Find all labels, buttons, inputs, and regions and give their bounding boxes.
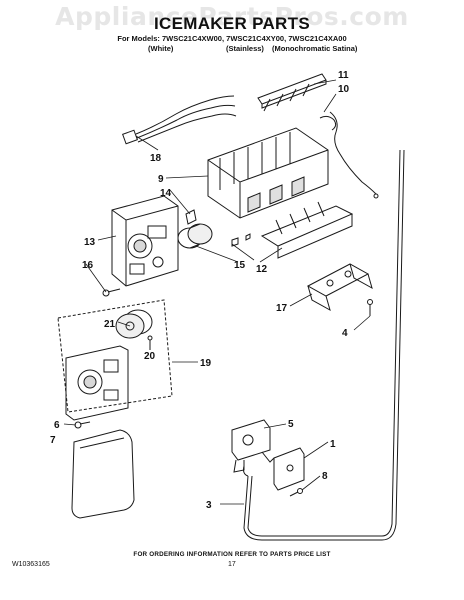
callout-21: 21 — [104, 319, 116, 330]
page-number: 17 — [228, 561, 236, 568]
motor-gear — [177, 223, 213, 249]
document-number: W10363165 — [12, 561, 50, 568]
drive-motor — [115, 309, 153, 339]
mounting-bracket — [306, 263, 373, 312]
front-cover — [71, 429, 135, 519]
thermistor — [319, 111, 379, 199]
variant-monochromatic: (Monochromatic Satina) — [272, 44, 358, 53]
screw-16 — [102, 288, 121, 297]
callout-19: 19 — [200, 358, 212, 369]
callout-9: 9 — [158, 174, 164, 185]
valve-bracket — [273, 447, 305, 491]
icemaker-mold — [207, 127, 329, 219]
watermark: AppliancePartsPros.com — [55, 2, 409, 31]
callout-1: 1 — [330, 439, 336, 450]
leader-lines — [63, 79, 371, 505]
ejector-blade — [260, 201, 354, 259]
callout-20: 20 — [144, 351, 156, 362]
water-valve — [231, 419, 275, 477]
fill-cup-assembly — [257, 73, 327, 112]
callout-16: 16 — [82, 260, 94, 271]
callout-5: 5 — [288, 419, 294, 430]
callout-10: 10 — [338, 84, 350, 95]
callout-17: 17 — [276, 303, 288, 314]
fill-tube — [243, 149, 405, 541]
callout-3: 3 — [206, 500, 212, 511]
control-assembly-group — [57, 299, 173, 413]
callout-6: 6 — [54, 420, 60, 431]
callout-11: 11 — [338, 70, 349, 81]
screw-pins — [231, 233, 251, 247]
callout-4: 4 — [342, 328, 348, 339]
callout-15: 15 — [234, 260, 246, 271]
callout-8: 8 — [322, 471, 328, 482]
callout-12: 12 — [256, 264, 268, 275]
callout-18: 18 — [150, 153, 162, 164]
screw-4 — [367, 299, 373, 316]
callout-7: 7 — [50, 435, 56, 446]
wire-harness — [122, 95, 237, 145]
models-line: For Models: 7WSC21C4XW00, 7WSC21C4XY00, … — [117, 34, 347, 43]
variant-stainless: (Stainless) — [226, 44, 264, 53]
ordering-note: FOR ORDERING INFORMATION REFER TO PARTS … — [133, 551, 331, 558]
bracket-clip — [185, 209, 197, 225]
screw-8 — [289, 488, 303, 497]
variant-white: (White) — [148, 44, 174, 53]
page-title: ICEMAKER PARTS — [154, 14, 310, 33]
control-housing — [111, 195, 179, 287]
callout-13: 13 — [84, 237, 96, 248]
callout-14: 14 — [160, 188, 172, 199]
screw-6 — [74, 421, 91, 429]
callout-labels: 11 10 18 9 14 13 16 15 12 17 4 21 20 19 … — [50, 70, 350, 511]
control-board — [65, 345, 129, 421]
